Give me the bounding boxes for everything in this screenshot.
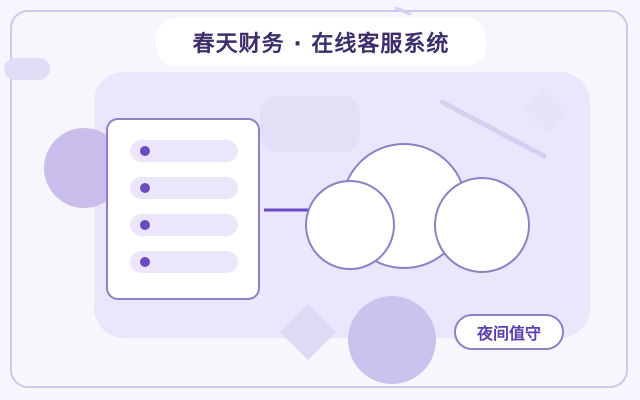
- decorative-pill: [4, 58, 50, 80]
- list-bullet: [140, 146, 150, 156]
- status-badge-label: 夜间值守: [476, 324, 541, 343]
- list-item: [130, 214, 238, 236]
- chat-list-icon: [106, 118, 260, 300]
- list-item: [130, 140, 238, 162]
- panel-inner-block: [260, 96, 360, 152]
- decorative-tick: [394, 6, 412, 16]
- list-bullet: [140, 257, 150, 267]
- decorative-square: [523, 87, 569, 133]
- list-item: [130, 177, 238, 199]
- decorative-circle-bottom: [348, 296, 436, 384]
- title-banner: 春天财务 · 在线客服系统: [156, 18, 486, 66]
- list-item: [130, 251, 238, 273]
- status-badge: 夜间值守: [454, 314, 564, 350]
- cloud-icon: [305, 143, 530, 273]
- decorative-diamond: [279, 303, 337, 361]
- list-bullet: [140, 220, 150, 230]
- decorative-stroke: [439, 99, 547, 159]
- page-title: 春天财务 · 在线客服系统: [192, 32, 450, 57]
- decorative-circle-left: [44, 128, 124, 208]
- list-bullet: [140, 183, 150, 193]
